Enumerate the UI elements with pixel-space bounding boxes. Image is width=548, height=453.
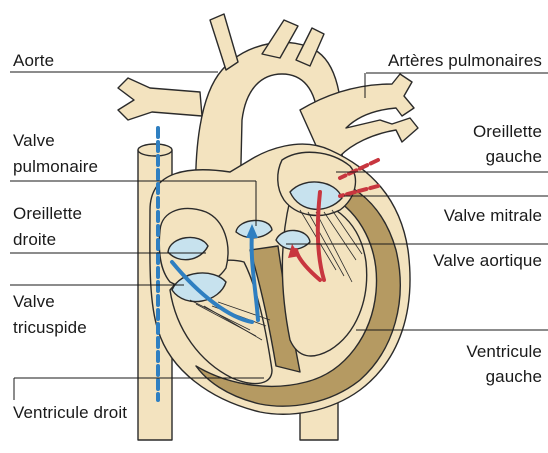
label-valve-mitrale: Valve mitrale bbox=[444, 205, 542, 226]
label-ventricule-gauche-line2: gauche bbox=[486, 366, 542, 387]
label-valve-tricuspide-line2: tricuspide bbox=[13, 317, 87, 338]
label-aorte: Aorte bbox=[13, 50, 54, 71]
label-oreillette-droite-line1: Oreillette bbox=[13, 203, 82, 224]
label-valve-pulmonaire-line2: pulmonaire bbox=[13, 156, 98, 177]
label-valve-aortique: Valve aortique bbox=[433, 250, 542, 271]
label-ventricule-droit: Ventricule droit bbox=[13, 402, 127, 423]
vena-cava-opening bbox=[138, 144, 172, 156]
label-oreillette-gauche-line1: Oreillette bbox=[473, 121, 542, 142]
label-valve-pulmonaire-line1: Valve bbox=[13, 130, 55, 151]
left-pulmonary-artery bbox=[118, 78, 202, 120]
aortic-branch-left bbox=[210, 14, 238, 70]
label-arteres-pulmonaires: Artères pulmonaires bbox=[388, 50, 542, 71]
label-ventricule-gauche-line1: Ventricule bbox=[466, 341, 542, 362]
label-oreillette-gauche-line2: gauche bbox=[486, 146, 542, 167]
label-valve-tricuspide-line1: Valve bbox=[13, 291, 55, 312]
label-oreillette-droite-line2: droite bbox=[13, 229, 56, 250]
